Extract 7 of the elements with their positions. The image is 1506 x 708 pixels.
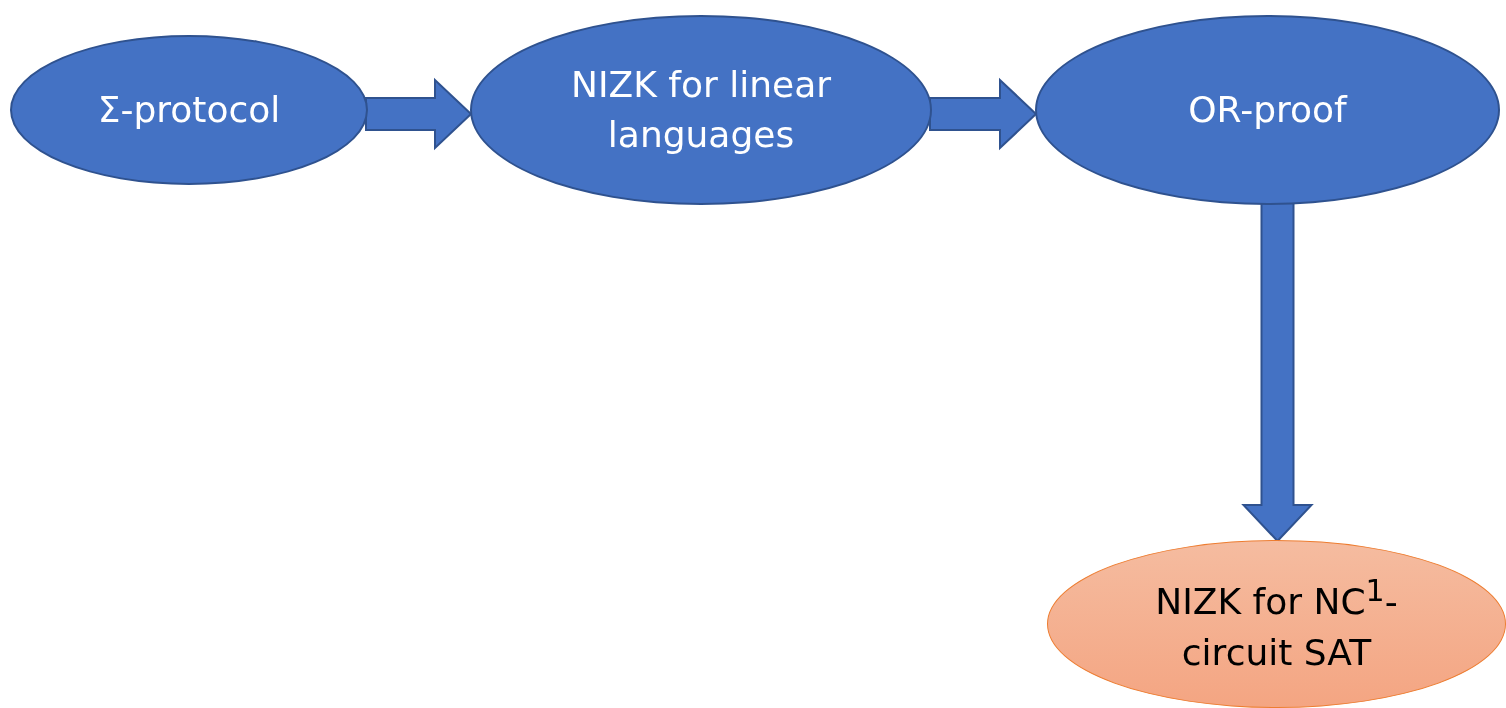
block-arrow	[365, 77, 473, 151]
block-arrow	[929, 77, 1038, 151]
node-label: NIZK for linear languages	[569, 62, 832, 157]
node-label: OR-proof	[1187, 87, 1349, 132]
node-label: Σ-protocol	[96, 87, 282, 132]
block-arrow	[1241, 202, 1314, 543]
node-label: NIZK for NC$^{1}$-circuit SAT	[1154, 572, 1399, 675]
